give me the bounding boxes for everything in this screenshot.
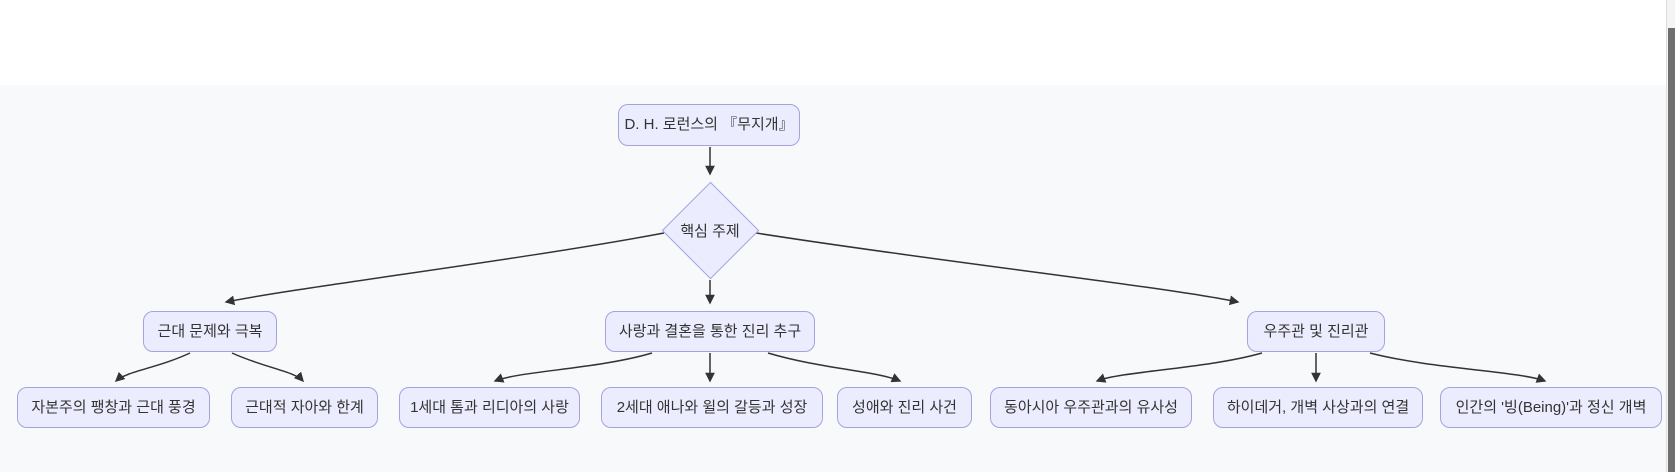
node-leaf-gen2-anna-will: 2세대 애나와 윌의 갈등과 성장	[601, 387, 823, 428]
node-label: 동아시아 우주관과의 유사성	[1004, 398, 1178, 416]
node-leaf-heidegger-gaebyeok: 하이데거, 개벽 사상과의 연결	[1213, 387, 1423, 428]
node-label: 자본주의 팽창과 근대 풍경	[31, 398, 196, 416]
node-label: 하이데거, 개벽 사상과의 연결	[1226, 398, 1410, 416]
node-branch-modern-problems: 근대 문제와 극복	[143, 311, 277, 352]
node-label: 성애와 진리 사건	[852, 398, 957, 416]
node-root-label: D. H. 로런스의 『무지개』	[624, 116, 794, 133]
scrollbar-thumb[interactable]	[1668, 28, 1675, 472]
node-leaf-eros-truth-event: 성애와 진리 사건	[837, 387, 972, 428]
node-label: 사랑과 결혼을 통한 진리 추구	[618, 322, 802, 340]
node-leaf-capitalism-landscape: 자본주의 팽창과 근대 풍경	[17, 387, 210, 428]
node-label: 1세대 톰과 리디아의 사랑	[410, 398, 569, 416]
node-decision-label: 핵심 주제	[680, 222, 740, 240]
node-label: 근대적 자아와 한계	[245, 398, 364, 416]
node-branch-truth-through-love: 사랑과 결혼을 통한 진리 추구	[605, 311, 815, 352]
node-decision: 핵심 주제	[661, 181, 760, 280]
node-leaf-modern-self-limits: 근대적 자아와 한계	[231, 387, 378, 428]
vertical-scrollbar[interactable]	[1666, 0, 1675, 472]
node-label: 우주관 및 진리관	[1263, 322, 1369, 340]
node-branch-cosmology-truth: 우주관 및 진리관	[1247, 311, 1385, 352]
node-root: D. H. 로런스의 『무지개』	[618, 104, 800, 146]
node-label: 2세대 애나와 윌의 갈등과 성장	[616, 398, 808, 416]
node-label: 인간의 '빙(Being)'과 정신 개벽	[1455, 398, 1647, 416]
node-leaf-gen1-tom-lydia: 1세대 톰과 리디아의 사랑	[399, 387, 580, 428]
node-leaf-being-spiritual-gaebyeok: 인간의 '빙(Being)'과 정신 개벽	[1440, 387, 1662, 428]
node-label: 근대 문제와 극복	[157, 322, 263, 340]
node-leaf-east-asian-cosmology: 동아시아 우주관과의 유사성	[990, 387, 1192, 428]
